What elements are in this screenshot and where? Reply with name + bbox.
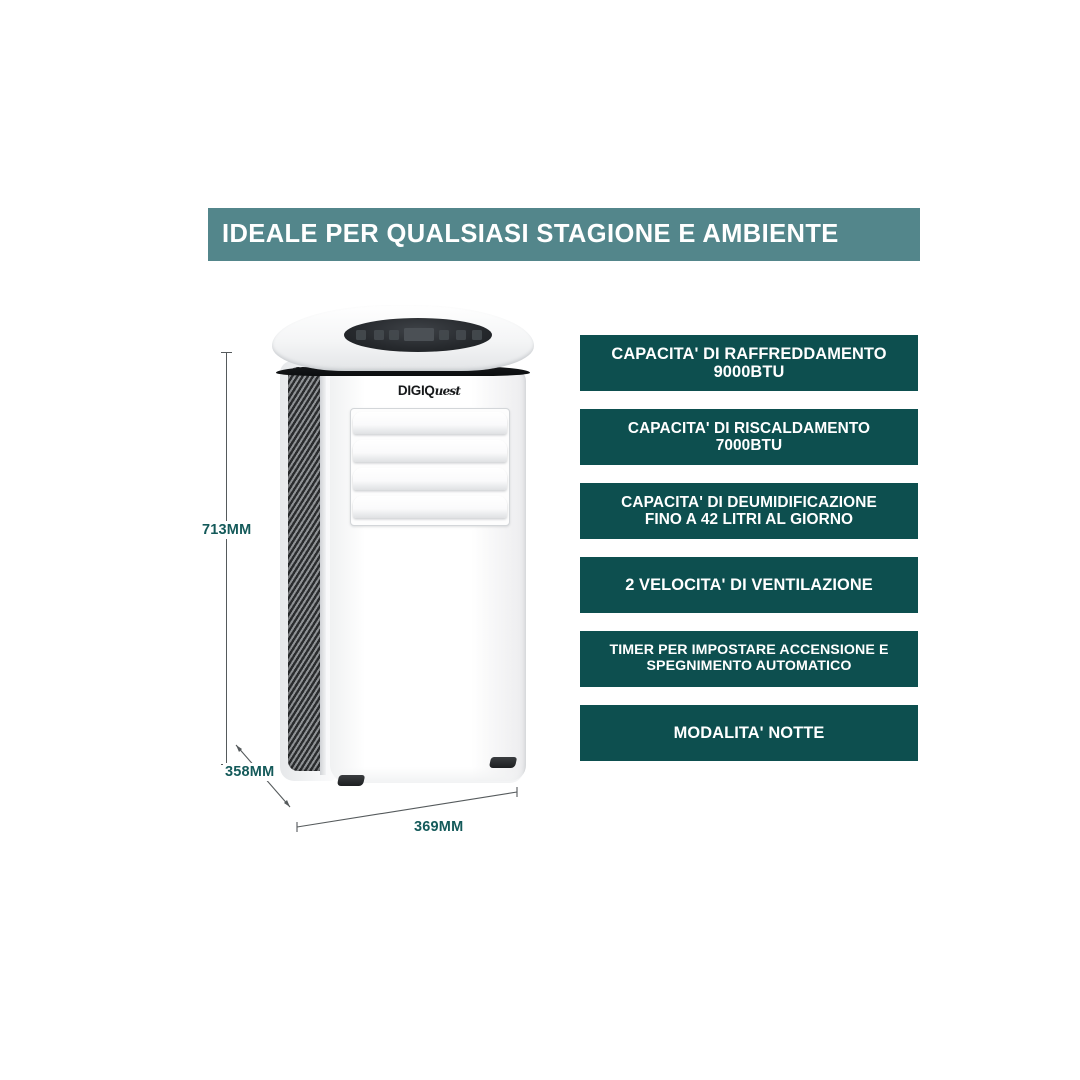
- caster-left: [336, 775, 366, 786]
- feature-line-1: TIMER PER IMPOSTARE ACCENSIONE E: [609, 642, 889, 659]
- product-top-lid: [272, 305, 534, 371]
- header-banner: IDEALE PER QUALSIASI STAGIONE E AMBIENTE: [208, 208, 920, 261]
- louver-slat: [353, 468, 507, 490]
- louver-slat: [353, 496, 507, 518]
- timer-button-icon[interactable]: [439, 330, 449, 340]
- feature-line-2: SPEGNIMENTO AUTOMATICO: [646, 658, 852, 674]
- feature-text: 2 VELOCITA' DI VENTILAZIONE: [625, 576, 873, 594]
- width-dimension-label: 369MM: [412, 818, 466, 836]
- louver-slat: [353, 440, 507, 462]
- brand-logo: DIGIQuest: [366, 381, 492, 399]
- fan-button-icon[interactable]: [389, 330, 399, 340]
- feature-box: MODALITA' NOTTE: [580, 705, 918, 761]
- feature-text: MODALITA' NOTTE: [674, 724, 825, 742]
- side-grille-edge: [320, 363, 326, 775]
- brand-logo-text: DIGIQuest: [397, 382, 461, 398]
- down-button-icon[interactable]: [472, 330, 482, 340]
- height-dimension-label: 713MM: [200, 521, 254, 539]
- product-illustration: DIGIQuest: [258, 305, 548, 805]
- feature-line-1: MODALITA' NOTTE: [673, 723, 825, 742]
- page-title: IDEALE PER QUALSIASI STAGIONE E AMBIENTE: [222, 220, 839, 248]
- tick-top: [221, 352, 232, 353]
- brand-suffix: uest: [434, 383, 461, 398]
- caster-right: [488, 757, 518, 768]
- brand-prefix: DIGIQ: [397, 382, 435, 398]
- feature-line-2: 7000BTU: [715, 437, 783, 454]
- depth-dimension-label: 358MM: [223, 763, 277, 781]
- control-panel[interactable]: [344, 318, 492, 352]
- feature-line-2: 9000BTU: [713, 363, 785, 381]
- feature-box: 2 VELOCITA' DI VENTILAZIONE: [580, 557, 918, 613]
- front-air-vent: [350, 408, 510, 526]
- louver-slat: [353, 412, 507, 434]
- feature-line-1: CAPACITA' DI RISCALDAMENTO: [627, 419, 871, 437]
- feature-line-1: CAPACITA' DI RAFFREDDAMENTO: [611, 344, 887, 363]
- display-screen: [404, 328, 434, 341]
- feature-line-2: FINO A 42 LITRI AL GIORNO: [644, 511, 854, 528]
- mode-button-icon[interactable]: [374, 330, 384, 340]
- feature-line-1: 2 VELOCITA' DI VENTILAZIONE: [625, 575, 873, 594]
- power-button-icon[interactable]: [356, 330, 366, 340]
- up-button-icon[interactable]: [456, 330, 466, 340]
- product-base: [332, 767, 524, 783]
- height-dimension-line: [221, 352, 232, 765]
- side-grille: [288, 367, 322, 771]
- feature-line-1: CAPACITA' DI DEUMIDIFICAZIONE: [621, 493, 877, 511]
